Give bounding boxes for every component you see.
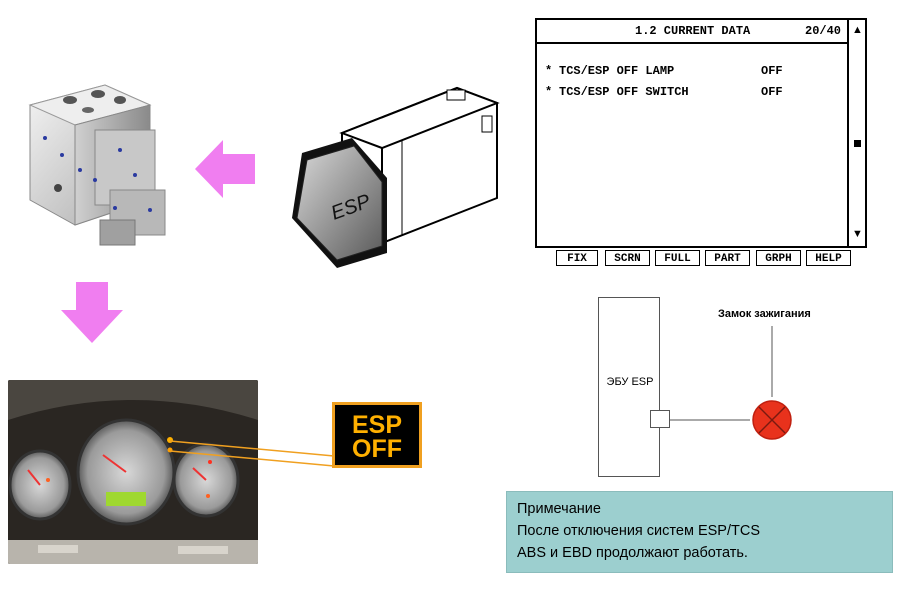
part-button[interactable]: PART — [705, 250, 750, 266]
warning-lamp-icon — [750, 398, 794, 447]
hydraulic-unit-image — [10, 80, 180, 260]
lamp-line2: OFF — [352, 435, 402, 463]
esp-switch-image: ESP — [282, 78, 522, 273]
ecu-connector — [650, 410, 670, 428]
scroll-down-icon[interactable]: ▼ — [852, 228, 863, 240]
row-name: TCS/ESP OFF SWITCH — [559, 85, 689, 99]
scan-tool-page: 20/40 — [805, 24, 842, 38]
arrow-left-icon — [195, 140, 257, 203]
fix-button[interactable]: FIX — [556, 250, 598, 266]
scrn-button[interactable]: SCRN — [605, 250, 650, 266]
instrument-cluster-image — [8, 380, 258, 564]
row-value: OFF — [761, 85, 783, 99]
scroll-thumb[interactable] — [854, 140, 861, 147]
row-value: OFF — [761, 64, 783, 78]
scan-tool-screen: 1.2 CURRENT DATA 20/40 ▲ ▼ * TCS/ESP OFF… — [535, 18, 867, 248]
grph-button[interactable]: GRPH — [756, 250, 801, 266]
ecu-label: ЭБУ ESP — [606, 376, 654, 388]
ignition-switch-label: Замок зажигания — [718, 308, 811, 320]
esp-off-warning-lamp: ESP OFF — [332, 402, 422, 468]
scroll-up-icon[interactable]: ▲ — [852, 24, 863, 36]
arrow-down-icon — [60, 282, 124, 349]
row-marker: * — [545, 85, 553, 99]
note-line2: ABS и EBD продолжают работать. — [517, 545, 748, 561]
lamp-line1: ESP — [351, 411, 403, 439]
full-button[interactable]: FULL — [655, 250, 700, 266]
scan-tool-header: 1.2 CURRENT DATA 20/40 — [537, 20, 847, 44]
scrollbar[interactable]: ▲ ▼ — [847, 20, 867, 246]
note-line1: После отключения систем ESP/TCS — [517, 523, 760, 539]
scan-tool-buttons: FIX SCRN FULL PART GRPH HELP — [553, 250, 853, 268]
ecu-block — [598, 297, 660, 477]
note-box: Примечание После отключения систем ESP/T… — [506, 491, 893, 573]
scan-tool-title: 1.2 CURRENT DATA — [635, 24, 751, 38]
help-button[interactable]: HELP — [806, 250, 851, 266]
note-title: Примечание — [517, 501, 601, 517]
row-marker: * — [545, 64, 553, 78]
row-name: TCS/ESP OFF LAMP — [559, 64, 675, 78]
